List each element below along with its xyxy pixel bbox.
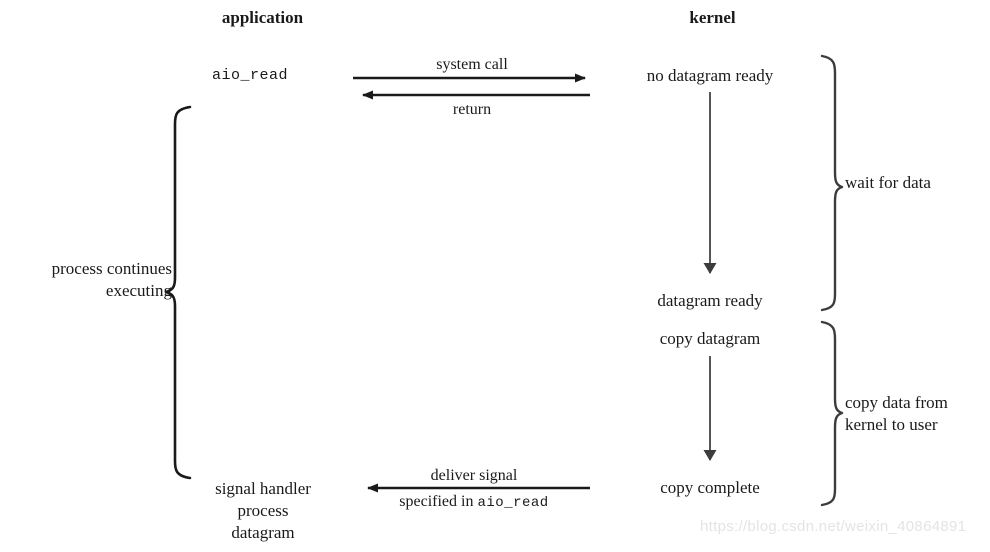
- brace-label-copy-data-line2: kernel to user: [845, 415, 938, 434]
- arrow-label-system-call: system call: [436, 56, 508, 73]
- arrow-label-return: return: [452, 101, 492, 118]
- signal-handler-label-line1: signal handler: [215, 479, 311, 498]
- process-continues-note-line2: executing: [105, 281, 172, 300]
- specified-in-code: aio_read: [477, 495, 549, 511]
- kernel-state-no-datagram-ready: no datagram ready: [646, 66, 774, 85]
- kernel-state-copy-complete: copy complete: [660, 478, 760, 497]
- signal-handler-label-line2: process: [237, 501, 289, 520]
- kernel-state-copy-datagram: copy datagram: [659, 329, 761, 348]
- process-continues-note-line1: process continues: [51, 259, 172, 278]
- signal-handler-label-line3: datagram: [231, 523, 295, 542]
- column-heading-application: application: [221, 8, 304, 27]
- arrow-label-deliver-signal: deliver signal: [430, 467, 518, 484]
- watermark-text: https://blog.csdn.net/weixin_40864891: [700, 518, 967, 535]
- aio-read-call-label: aio_read: [212, 67, 289, 84]
- column-heading-kernel: kernel: [689, 8, 736, 27]
- brace-label-wait-for-data: wait for data: [845, 173, 931, 192]
- arrow-label-specified-in-aio-read: specified in aio_read: [358, 492, 590, 512]
- kernel-state-datagram-ready: datagram ready: [657, 291, 763, 310]
- specified-in-text: specified in: [399, 493, 478, 510]
- brace-label-copy-data-line1: copy data from: [845, 393, 948, 412]
- brace-wait-for-data: [820, 54, 844, 312]
- brace-copy-data: [820, 320, 844, 507]
